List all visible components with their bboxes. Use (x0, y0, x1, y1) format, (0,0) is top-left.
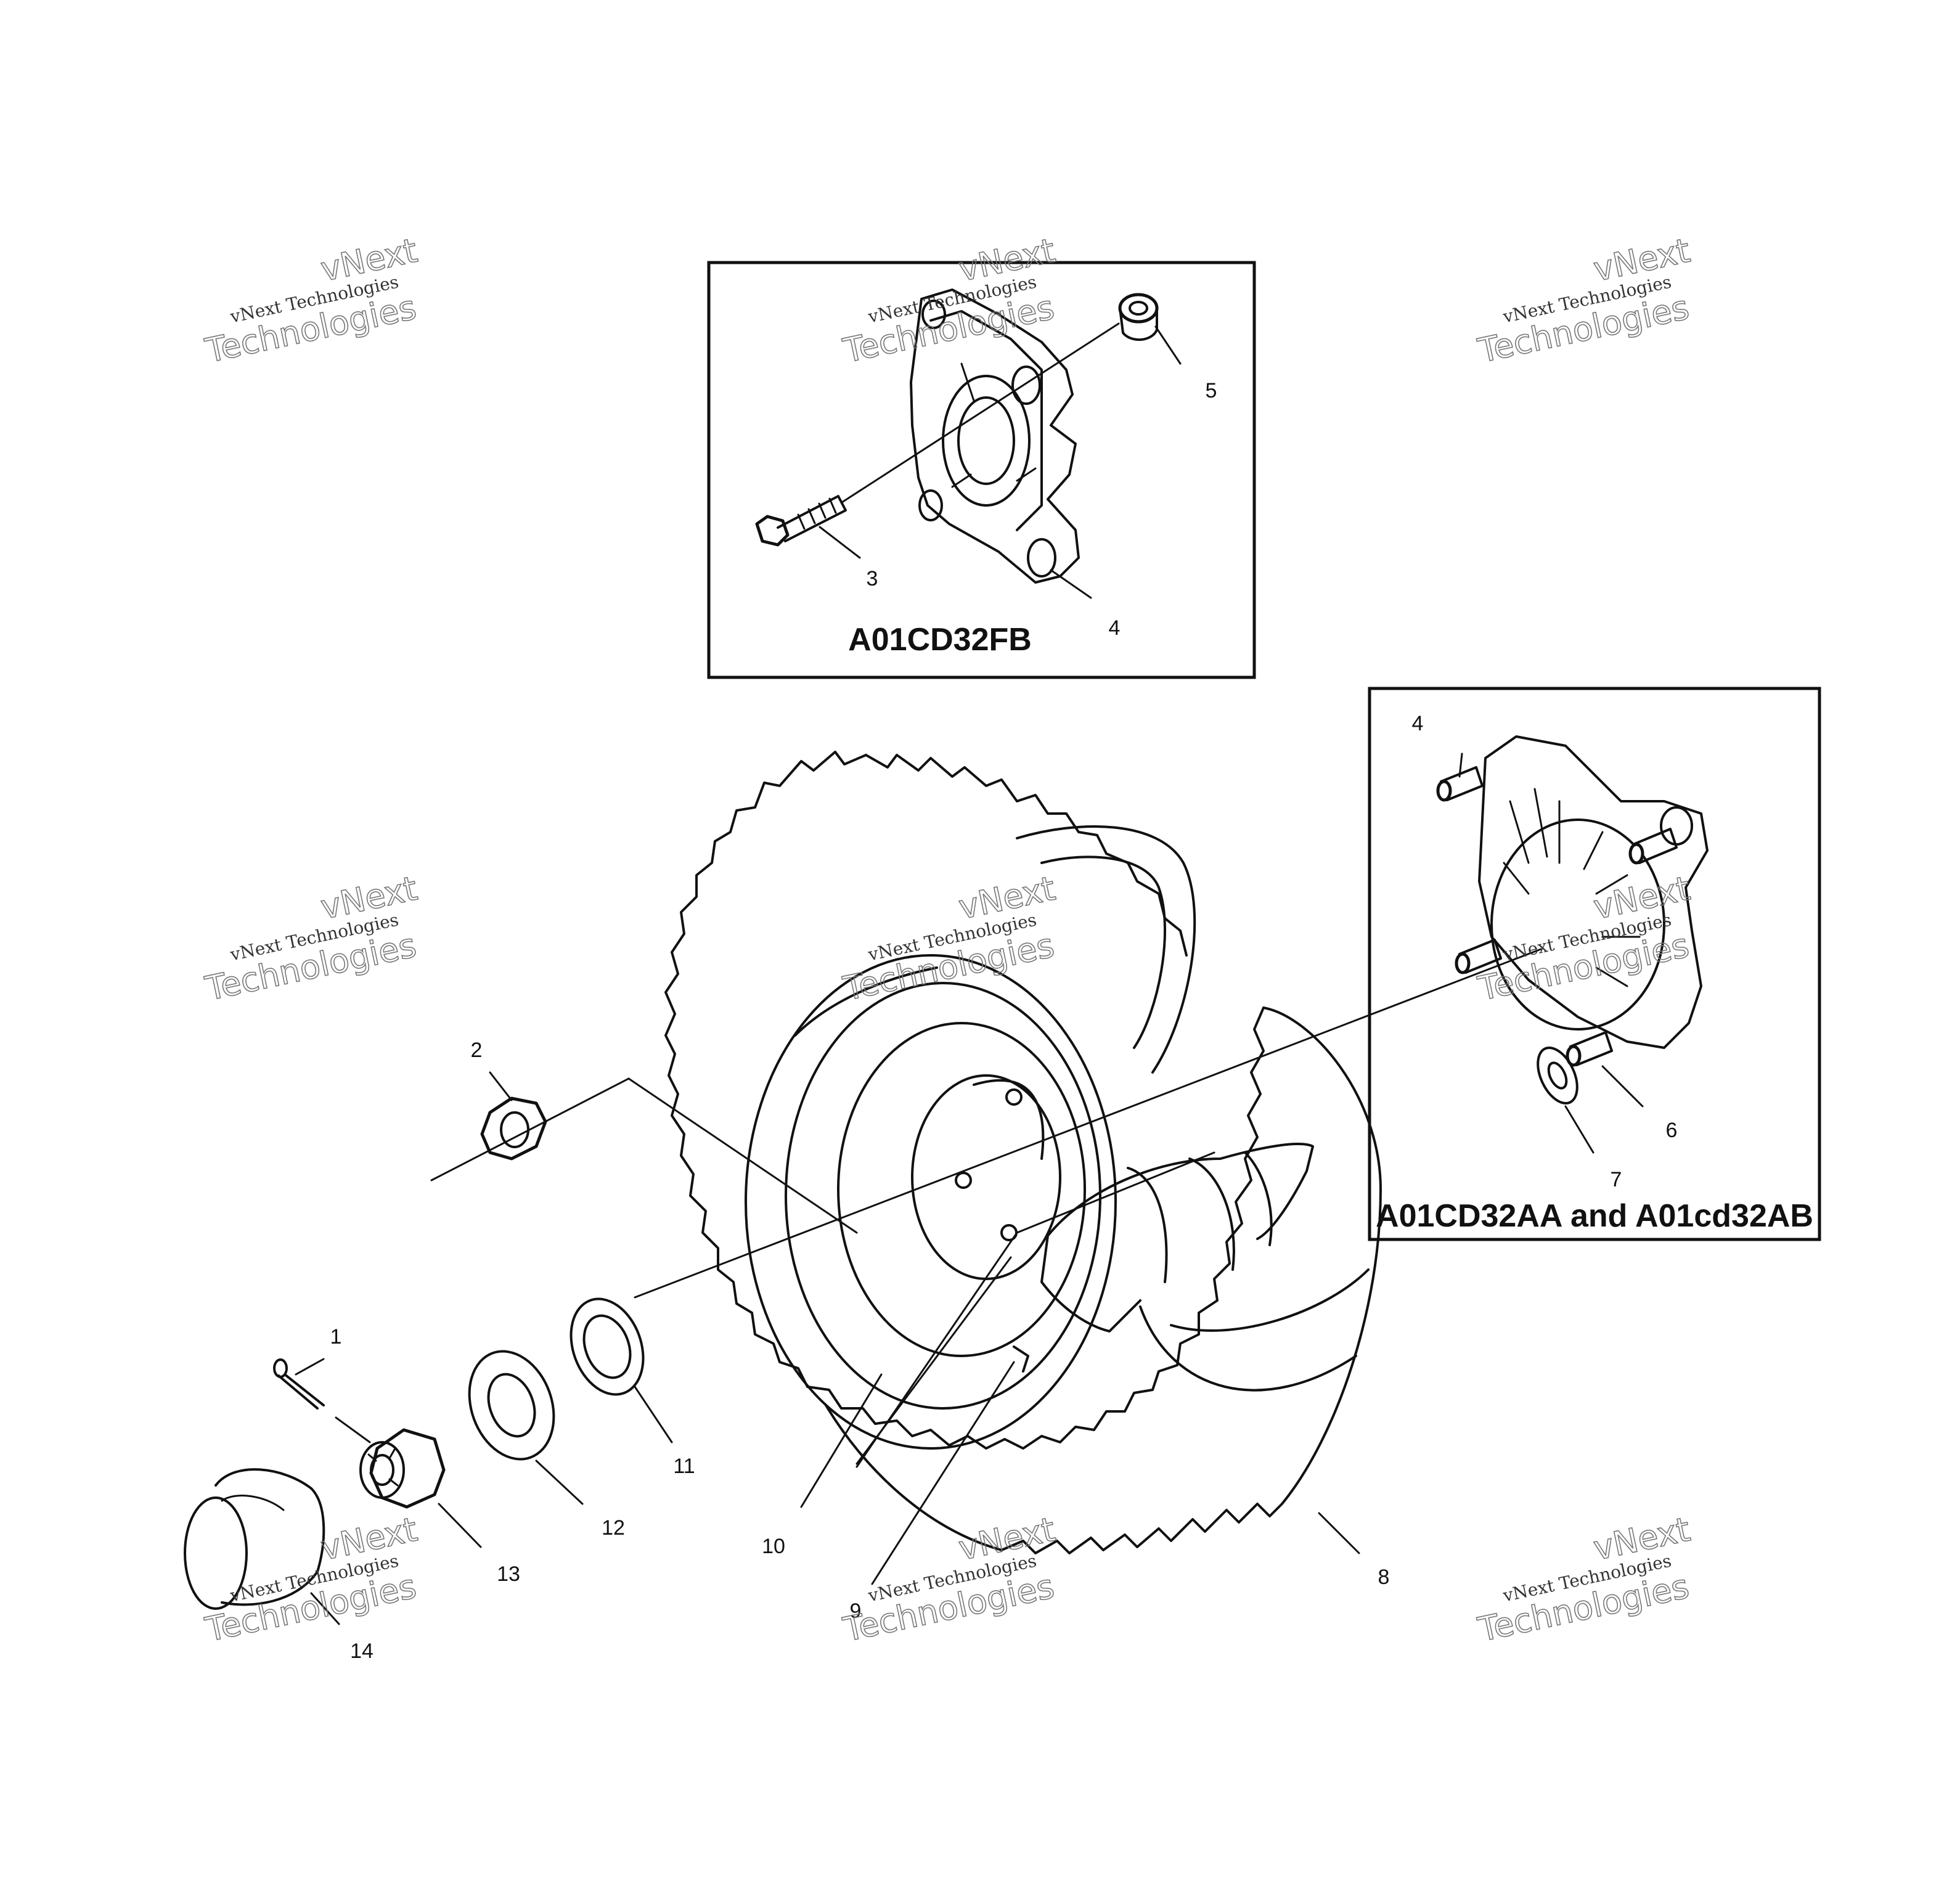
caption-a01cd32fb: A01CD32FB (848, 622, 1032, 658)
callout-3: 3 (867, 567, 878, 590)
callout-6: 6 (1666, 1119, 1678, 1142)
callout-14: 14 (350, 1639, 374, 1663)
watermark-tile-5: vNext vNext Technologies Technologies (839, 868, 1060, 1009)
bolt-part-3 (755, 495, 847, 547)
callout-13: 13 (497, 1562, 520, 1586)
hub-studded (1478, 735, 1709, 1049)
leader-8 (1318, 1512, 1360, 1554)
watermark-tile-7: vNext vNext Technologies Technologies (202, 1509, 422, 1650)
watermark-tile-1: vNext vNext Technologies Technologies (202, 231, 422, 371)
tire-section (1013, 1143, 1370, 1392)
callout-8: 8 (1378, 1565, 1390, 1589)
washer-part-11: 11 (570, 1297, 695, 1478)
watermark-tile-9: vNext vNext Technologies Technologies (1474, 1509, 1694, 1650)
cotter-pin-part-1: 1 (273, 1325, 371, 1443)
washer-part-7 (1537, 1047, 1578, 1104)
watermark-tile-8: vNext vNext Technologies Technologies (839, 1509, 1060, 1650)
callout-9: 9 (850, 1599, 862, 1623)
watermark-tile-2: vNext vNext Technologies Technologies (839, 231, 1060, 371)
hub-cap-part-14: 14 (184, 1468, 374, 1663)
callout-11: 11 (673, 1455, 695, 1478)
callout-4-right: 4 (1412, 712, 1424, 735)
detail-box-a01cd32fb: 5 3 4 A01CD32FB (707, 261, 1256, 679)
callout-2: 2 (471, 1039, 483, 1062)
watermark-tile-3: vNext vNext Technologies Technologies (1474, 231, 1694, 371)
callout-7: 7 (1611, 1168, 1622, 1191)
detail-box-a01cd32aa-ab: 4 6 7 A01CD32AA and A01cd32AB (1368, 687, 1821, 1241)
nut-part-2: 2 (430, 1039, 858, 1234)
leader-10 (800, 1373, 883, 1508)
watermark-tile-6: vNext vNext Technologies Technologies (1474, 868, 1694, 1009)
watermark-tile-4: vNext vNext Technologies Technologies (202, 868, 422, 1009)
castle-nut-part-13: 13 (359, 1428, 520, 1586)
tire-part-8 (664, 751, 1382, 1554)
callout-12: 12 (602, 1516, 625, 1540)
callout-4-top: 4 (1109, 616, 1121, 640)
studs-part-4 (1436, 766, 1678, 1067)
caption-a01cd32aa-ab: A01CD32AA and A01cd32AB (1376, 1198, 1813, 1234)
callout-1: 1 (330, 1325, 342, 1349)
callout-10: 10 (762, 1535, 785, 1558)
spacer-part-5 (1118, 293, 1159, 341)
leader-9 (871, 1361, 1015, 1585)
washer-part-12: 12 (468, 1350, 625, 1540)
wheel-assembly (634, 751, 1542, 1554)
callout-5: 5 (1206, 379, 1217, 402)
hub-casting-fb (910, 288, 1080, 584)
